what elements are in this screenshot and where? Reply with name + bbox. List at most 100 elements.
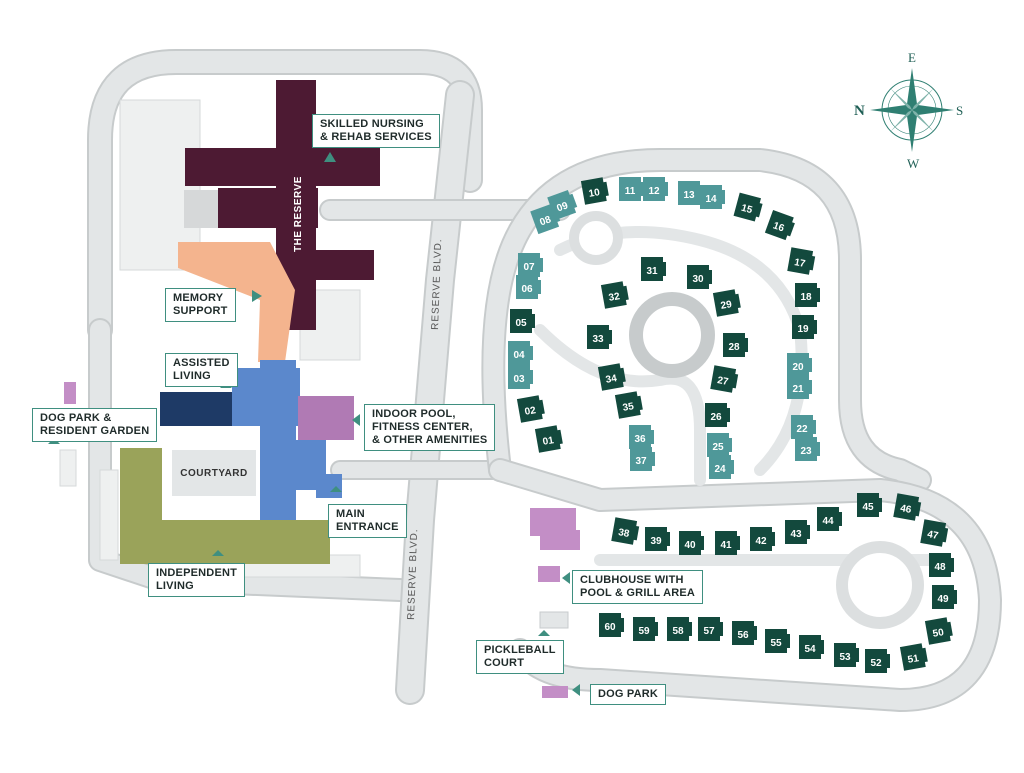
home-unit-54: 54 [799, 635, 824, 659]
home-unit-label: 11 [625, 186, 636, 197]
home-unit-garage [816, 640, 824, 654]
home-unit-shape [630, 447, 652, 471]
home-unit-18: 18 [795, 283, 820, 307]
home-unit-garage [732, 536, 740, 550]
home-unit-shape [785, 520, 807, 544]
home-unit-garage [598, 181, 609, 197]
home-unit-48: 48 [929, 553, 954, 577]
home-unit-label: 22 [796, 424, 808, 435]
home-unit-label: 27 [716, 375, 729, 388]
home-unit-shape [791, 415, 813, 439]
home-unit-shape [599, 613, 621, 637]
home-unit-35: 35 [614, 391, 643, 419]
home-unit-garage [882, 654, 890, 668]
home-unit-shape [799, 635, 821, 659]
home-unit-garage [722, 408, 730, 422]
home-unit-garage [552, 429, 563, 445]
home-unit-shape [633, 617, 655, 641]
callout-pickleball: PICKLEBALL COURT [476, 640, 564, 674]
home-unit-12: 12 [643, 177, 668, 201]
main-building [232, 360, 342, 550]
home-unit-57: 57 [698, 617, 723, 641]
home-unit-label: 06 [521, 284, 533, 295]
home-unit-garage [851, 648, 859, 662]
home-unit-shape [865, 649, 887, 673]
home-unit-garage [937, 527, 949, 543]
courtyard [172, 450, 256, 496]
home-unit-garage [740, 338, 748, 352]
home-unit-52: 52 [865, 649, 890, 673]
callout-assisted-living: ASSISTED LIVING [165, 353, 238, 387]
north-roundabout [629, 292, 715, 378]
home-unit-label: 57 [703, 626, 715, 637]
home-unit-shape [817, 507, 839, 531]
home-unit-garage [618, 285, 629, 301]
home-unit-label: 07 [523, 262, 535, 273]
home-unit-garage [628, 525, 640, 541]
home-unit-15: 15 [733, 192, 763, 222]
home-unit-label: 32 [608, 291, 621, 304]
home-unit-07: 07 [518, 253, 543, 277]
home-unit-58: 58 [667, 617, 692, 641]
home-unit-label: 59 [638, 626, 650, 637]
home-unit-shape [929, 553, 951, 577]
compass-w: W [907, 156, 920, 171]
home-unit-49: 49 [932, 585, 957, 609]
home-unit-garage [615, 367, 626, 383]
home-unit-shape [687, 265, 709, 289]
home-unit-09: 09 [547, 190, 578, 221]
home-unit-label: 39 [650, 536, 662, 547]
home-unit-31: 31 [641, 257, 666, 281]
home-unit-14: 14 [700, 185, 725, 209]
home-unit-garage [533, 280, 541, 294]
home-unit-garage [658, 262, 666, 276]
home-unit-40: 40 [679, 531, 704, 555]
home-unit-50: 50 [924, 617, 953, 645]
home-unit-garage [812, 288, 820, 302]
home-unit-label: 37 [635, 456, 647, 467]
home-unit-shape [795, 437, 817, 461]
home-unit-04: 04 [508, 341, 533, 365]
home-unit-shape [619, 177, 641, 201]
home-unit-label: 34 [605, 373, 618, 386]
home-unit-label: 24 [714, 464, 726, 475]
assisted-living-building [160, 392, 232, 426]
home-unit-garage [717, 190, 725, 204]
home-unit-shape [700, 185, 722, 209]
home-unit-label: 47 [926, 529, 939, 542]
home-unit-label: 51 [907, 653, 920, 666]
home-unit-garage [949, 590, 957, 604]
home-unit-label: 13 [683, 190, 695, 201]
clubhouse-building [530, 508, 580, 582]
home-unit-label: 60 [604, 622, 616, 633]
courtyard-label: COURTYARD [180, 468, 247, 479]
home-unit-label: 30 [692, 274, 704, 285]
home-unit-41: 41 [715, 531, 740, 555]
home-unit-17: 17 [787, 247, 816, 275]
home-unit-garage [525, 370, 533, 384]
home-unit-label: 40 [684, 540, 696, 551]
home-unit-13: 13 [678, 181, 703, 205]
memory-support-building [178, 242, 295, 362]
home-unit-label: 19 [797, 324, 809, 335]
home-unit-garage [804, 380, 812, 394]
home-unit-garage [730, 293, 741, 309]
callout-main-entrance: MAIN ENTRANCE [328, 504, 407, 538]
home-unit-shape [587, 325, 609, 349]
home-unit-33: 33 [587, 325, 612, 349]
home-unit-garage [946, 558, 954, 572]
home-unit-label: 41 [720, 540, 732, 551]
home-unit-garage [616, 618, 624, 632]
home-unit-label: 33 [592, 334, 604, 345]
home-unit-shape [834, 643, 856, 667]
home-unit-label: 09 [555, 200, 570, 214]
home-unit-10: 10 [580, 177, 609, 205]
callout-dog-park: DOG PARK [590, 684, 667, 705]
home-unit-label: 16 [771, 220, 786, 234]
home-unit-garage [636, 182, 644, 196]
home-unit-37: 37 [630, 447, 655, 471]
home-unit-label: 02 [524, 405, 537, 418]
home-unit-shape [516, 275, 538, 299]
